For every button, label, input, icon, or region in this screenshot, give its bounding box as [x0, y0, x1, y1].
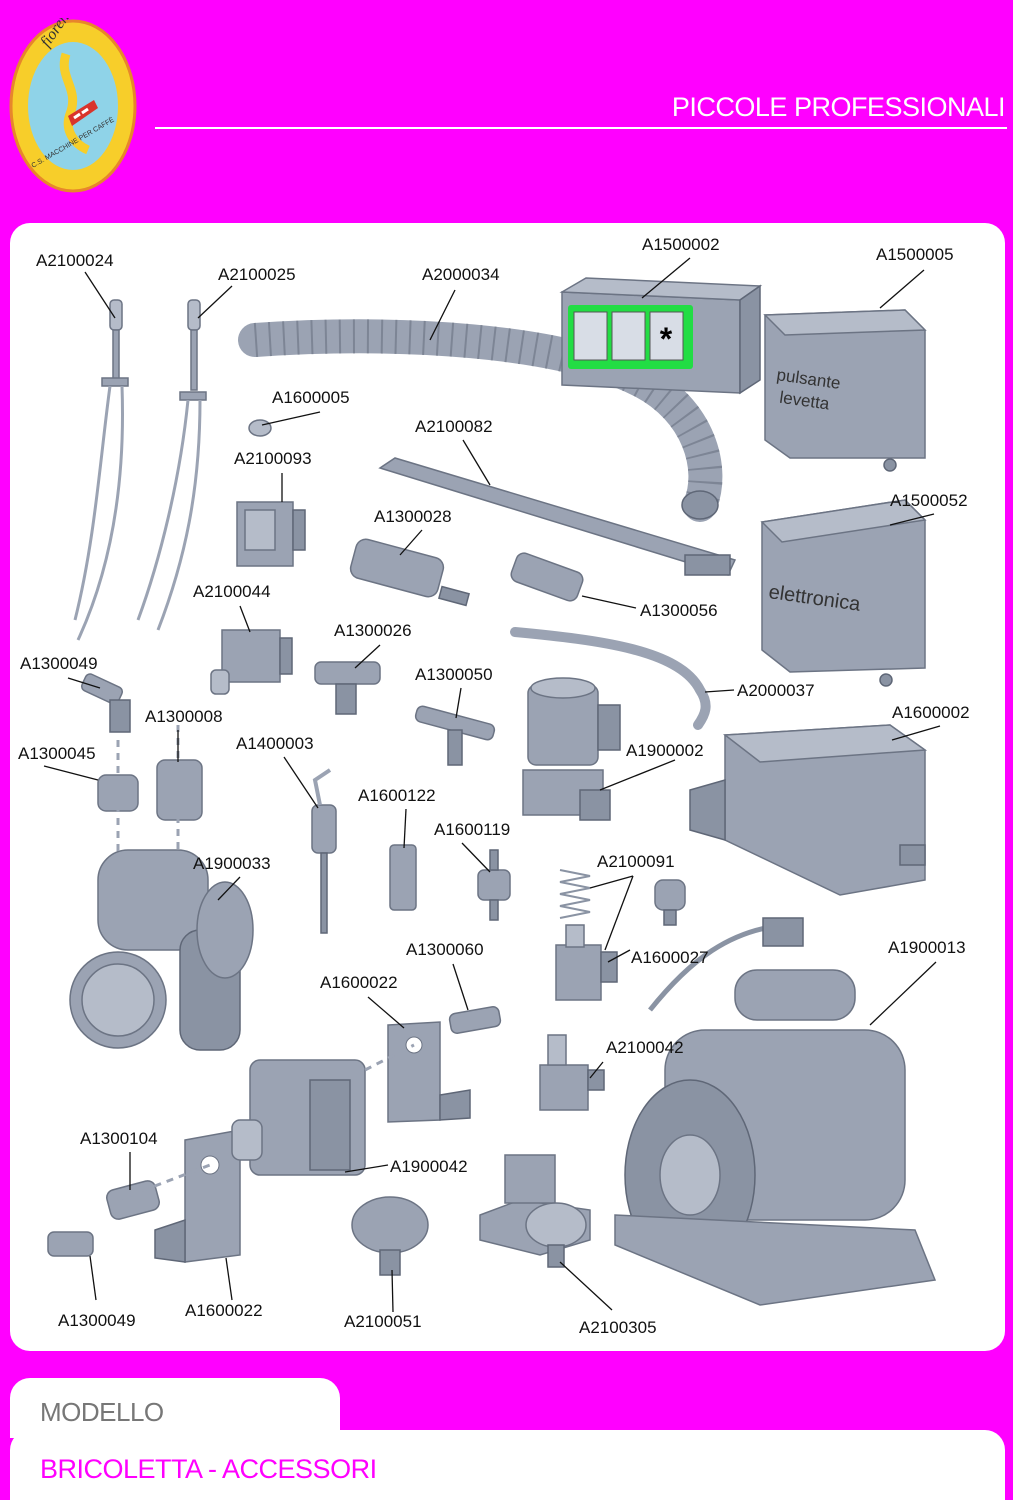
tee-fitting-a1300050 [414, 705, 496, 766]
part-label-a2100093: A2100093 [234, 449, 312, 468]
bracket-a1600022-top [387, 1021, 471, 1123]
switch-box-a1500005: pulsantelevetta [763, 309, 927, 472]
part-label-a1300060: A1300060 [406, 940, 484, 959]
part-label-a1900033: A1900033 [193, 854, 271, 873]
pump-body-a1900033 [69, 849, 254, 1051]
part-label-a1300049-top: A1300049 [20, 654, 98, 673]
part-label-a1300049-bottom: A1300049 [58, 1311, 136, 1330]
part-label-a2100044: A2100044 [193, 582, 271, 601]
part-label-a1600005: A1600005 [272, 388, 350, 407]
part-label-a1600027: A1600027 [631, 948, 709, 967]
part-label-a1600022-bottom: A1600022 [185, 1301, 263, 1320]
check-valve-a1300056 [510, 552, 584, 602]
spring-a2100091 [559, 869, 591, 919]
filter-a1300028 [349, 538, 470, 607]
part-label-a1600022-top: A1600022 [320, 973, 398, 992]
part-label-a2100024: A2100024 [36, 251, 114, 270]
cap-a1600005 [248, 419, 272, 437]
part-label-a1500052: A1500052 [890, 491, 968, 510]
motor-a1900013 [614, 917, 937, 1306]
pressure-switch-a2100305 [479, 1154, 591, 1268]
modello-label: MODELLO [40, 1397, 164, 1427]
part-label-a2100082: A2100082 [415, 417, 493, 436]
switch-a2100093 [236, 501, 306, 567]
part-label-a1300050: A1300050 [415, 665, 493, 684]
part-label-a1500002: A1500002 [642, 235, 720, 254]
part-label-a2100051: A2100051 [344, 1312, 422, 1331]
part-label-a1300028: A1300028 [374, 507, 452, 526]
bracket-a1600022-bottom [154, 1129, 241, 1263]
part-label-a1500005: A1500005 [876, 245, 954, 264]
tee-fitting-a1300026 [314, 661, 381, 715]
elbow-fitting-a1300060 [448, 1006, 502, 1034]
part-label-a1900042: A1900042 [390, 1157, 468, 1176]
pump-a1900042 [231, 1059, 366, 1176]
part-label-a2100042: A2100042 [606, 1038, 684, 1057]
part-label-a2000037: A2000037 [737, 681, 815, 700]
part-label-a1600119: A1600119 [434, 820, 510, 839]
tray-a1600002 [689, 724, 928, 896]
solenoid-valve-a1900002 [522, 677, 621, 821]
part-label-a1900002: A1900002 [626, 741, 704, 760]
probe-a1400003 [311, 768, 337, 934]
elbow-fitting-a1300049-top [80, 673, 131, 733]
part-label-a2100091: A2100091 [597, 852, 675, 871]
tube-a2000037 [510, 627, 711, 730]
spacer-a1600122 [389, 844, 417, 911]
part-label-a1900013: A1900013 [888, 938, 966, 957]
part-label-a1400003: A1400003 [236, 734, 314, 753]
part-label-a2000034: A2000034 [422, 265, 500, 284]
knob-a1600027 [654, 879, 686, 926]
parts-diagram: * pulsantelevetta elettronica [18, 235, 970, 1337]
level-probe-a2100024 [73, 299, 129, 641]
keypad-a1500002: * [559, 277, 763, 395]
model-name: BRICOLETTA - ACCESSORI [40, 1454, 377, 1484]
header-divider [155, 127, 1007, 129]
part-label-a2100305: A2100305 [579, 1318, 657, 1337]
part-label-a1300056: A1300056 [640, 601, 718, 620]
page-title: PICCOLE PROFESSIONALI [671, 92, 1006, 122]
part-label-a1600122: A1600122 [358, 786, 436, 805]
strap-a2100082 [378, 457, 737, 576]
level-probe-a2100025 [136, 299, 207, 631]
footer-bar [10, 1430, 1005, 1500]
part-label-a1300026: A1300026 [334, 621, 412, 640]
damper-a1600119 [477, 849, 511, 921]
part-label-a1600002: A1600002 [892, 703, 970, 722]
part-label-a1300008: A1300008 [145, 707, 223, 726]
modello-tab [10, 1378, 340, 1438]
part-label-a2100025: A2100025 [218, 265, 296, 284]
electronic-box-a1500052: elettronica [760, 499, 927, 687]
pressure-switch-a2100091 [555, 924, 618, 1001]
part-label-a1300045: A1300045 [18, 744, 96, 763]
fitting-a1300104 [106, 1180, 160, 1220]
keypad-star-text: * [660, 321, 673, 357]
fitting-a1300049-bottom [47, 1231, 94, 1257]
part-label-a1300104: A1300104 [80, 1129, 158, 1148]
toggle-switch-a2100044 [210, 629, 293, 695]
parts-diagram-panel: * pulsantelevetta elettronica [10, 223, 1005, 1351]
fiorenzato-logo: fiorenzato C.S. MACCHINE PER CAFFÈ [9, 18, 137, 193]
pressure-switch-a2100051 [351, 1196, 429, 1276]
